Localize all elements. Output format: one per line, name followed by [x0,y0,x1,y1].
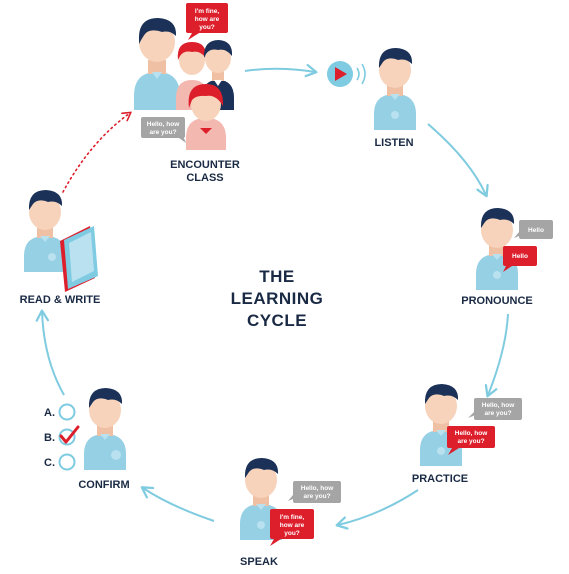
svg-text:are you?: are you? [149,129,176,136]
arrow-speak-to-confirm [140,486,215,522]
svg-text:Hello, how: Hello, how [301,485,334,492]
svg-text:Hello: Hello [528,227,544,234]
confirm-options: A. B. C. [44,403,80,471]
pronounce-speech-bubble-red: Hello [503,246,537,272]
title-line-1: THE [259,267,295,286]
pronounce-speech-bubble-gray: Hello [514,220,553,239]
encounter-person-main-icon [134,18,180,110]
title-line-3: CYCLE [247,311,307,330]
confirm-label: CONFIRM [78,479,129,491]
radio-c-icon [58,453,76,471]
confirm-option-b-label: B. [44,432,55,444]
diagram-title: THE LEARNING CYCLE [231,267,324,330]
encounter-speech-bubble-gray: Hello, how are you? [141,117,186,143]
confirm-option-a-label: A. [44,407,55,419]
svg-text:how are: how are [195,16,220,23]
cycle-arrows [35,63,509,530]
stage-speak: Hello, how are you? I'm fine, how are yo… [240,458,341,568]
practice-label: PRACTICE [412,473,468,485]
play-speaker-icon [327,61,366,87]
read-write-person-icon [24,190,66,272]
arrow-encounter-to-listen [244,63,318,78]
practice-person-icon [420,384,462,466]
title-line-2: LEARNING [231,289,324,308]
encounter-person-woman-front-icon [186,84,226,150]
confirm-option-c-label: C. [44,457,55,469]
speak-speech-bubble-gray: Hello, how are you? [288,481,341,503]
practice-speech-bubble-red: Hello, how are you? [447,426,495,455]
arrow-readwrite-to-encounter [62,111,132,193]
radio-a-icon [58,403,76,421]
speak-label: SPEAK [240,556,278,568]
checkmark-icon [59,425,80,444]
svg-text:you?: you? [284,530,300,537]
book-icon [60,226,98,292]
confirm-person-icon [84,388,126,470]
svg-text:how are: how are [280,522,305,529]
svg-text:you?: you? [199,24,215,31]
stage-encounter-class: I'm fine, how are you? Hello, how are yo… [134,3,240,184]
arrow-listen-to-pronounce [427,123,489,198]
svg-text:are you?: are you? [303,493,330,500]
arrow-confirm-to-readwrite [35,309,65,396]
stage-pronounce: Hello Hello PRONOUNCE [461,208,553,307]
svg-text:I'm fine,: I'm fine, [280,514,304,521]
listen-label: LISTEN [374,137,413,149]
svg-text:are you?: are you? [457,438,484,445]
speak-speech-bubble-red: I'm fine, how are you? [270,509,314,546]
stage-listen: LISTEN [327,48,416,149]
encounter-speech-bubble-red: I'm fine, how are you? [186,3,228,40]
encounter-label-line-2: CLASS [186,172,223,184]
arrow-pronounce-to-practice [484,313,509,398]
svg-text:Hello, how: Hello, how [147,121,180,128]
svg-text:Hello, how: Hello, how [482,402,515,409]
listen-person-icon [374,48,416,130]
stage-read-write: READ & WRITE [20,190,101,306]
pronounce-label: PRONOUNCE [461,295,533,307]
svg-text:I'm fine,: I'm fine, [195,8,219,15]
read-write-label: READ & WRITE [20,294,101,306]
arrow-practice-to-speak [335,489,419,530]
svg-text:are you?: are you? [484,410,511,417]
encounter-label-line-1: ENCOUNTER [170,159,240,171]
svg-text:Hello, how: Hello, how [455,430,488,437]
practice-speech-bubble-gray: Hello, how are you? [468,398,522,420]
svg-text:Hello: Hello [512,253,528,260]
stage-confirm: A. B. C. CONFIRM [44,388,130,491]
stage-practice: Hello, how are you? Hello, how are you? … [412,384,522,485]
